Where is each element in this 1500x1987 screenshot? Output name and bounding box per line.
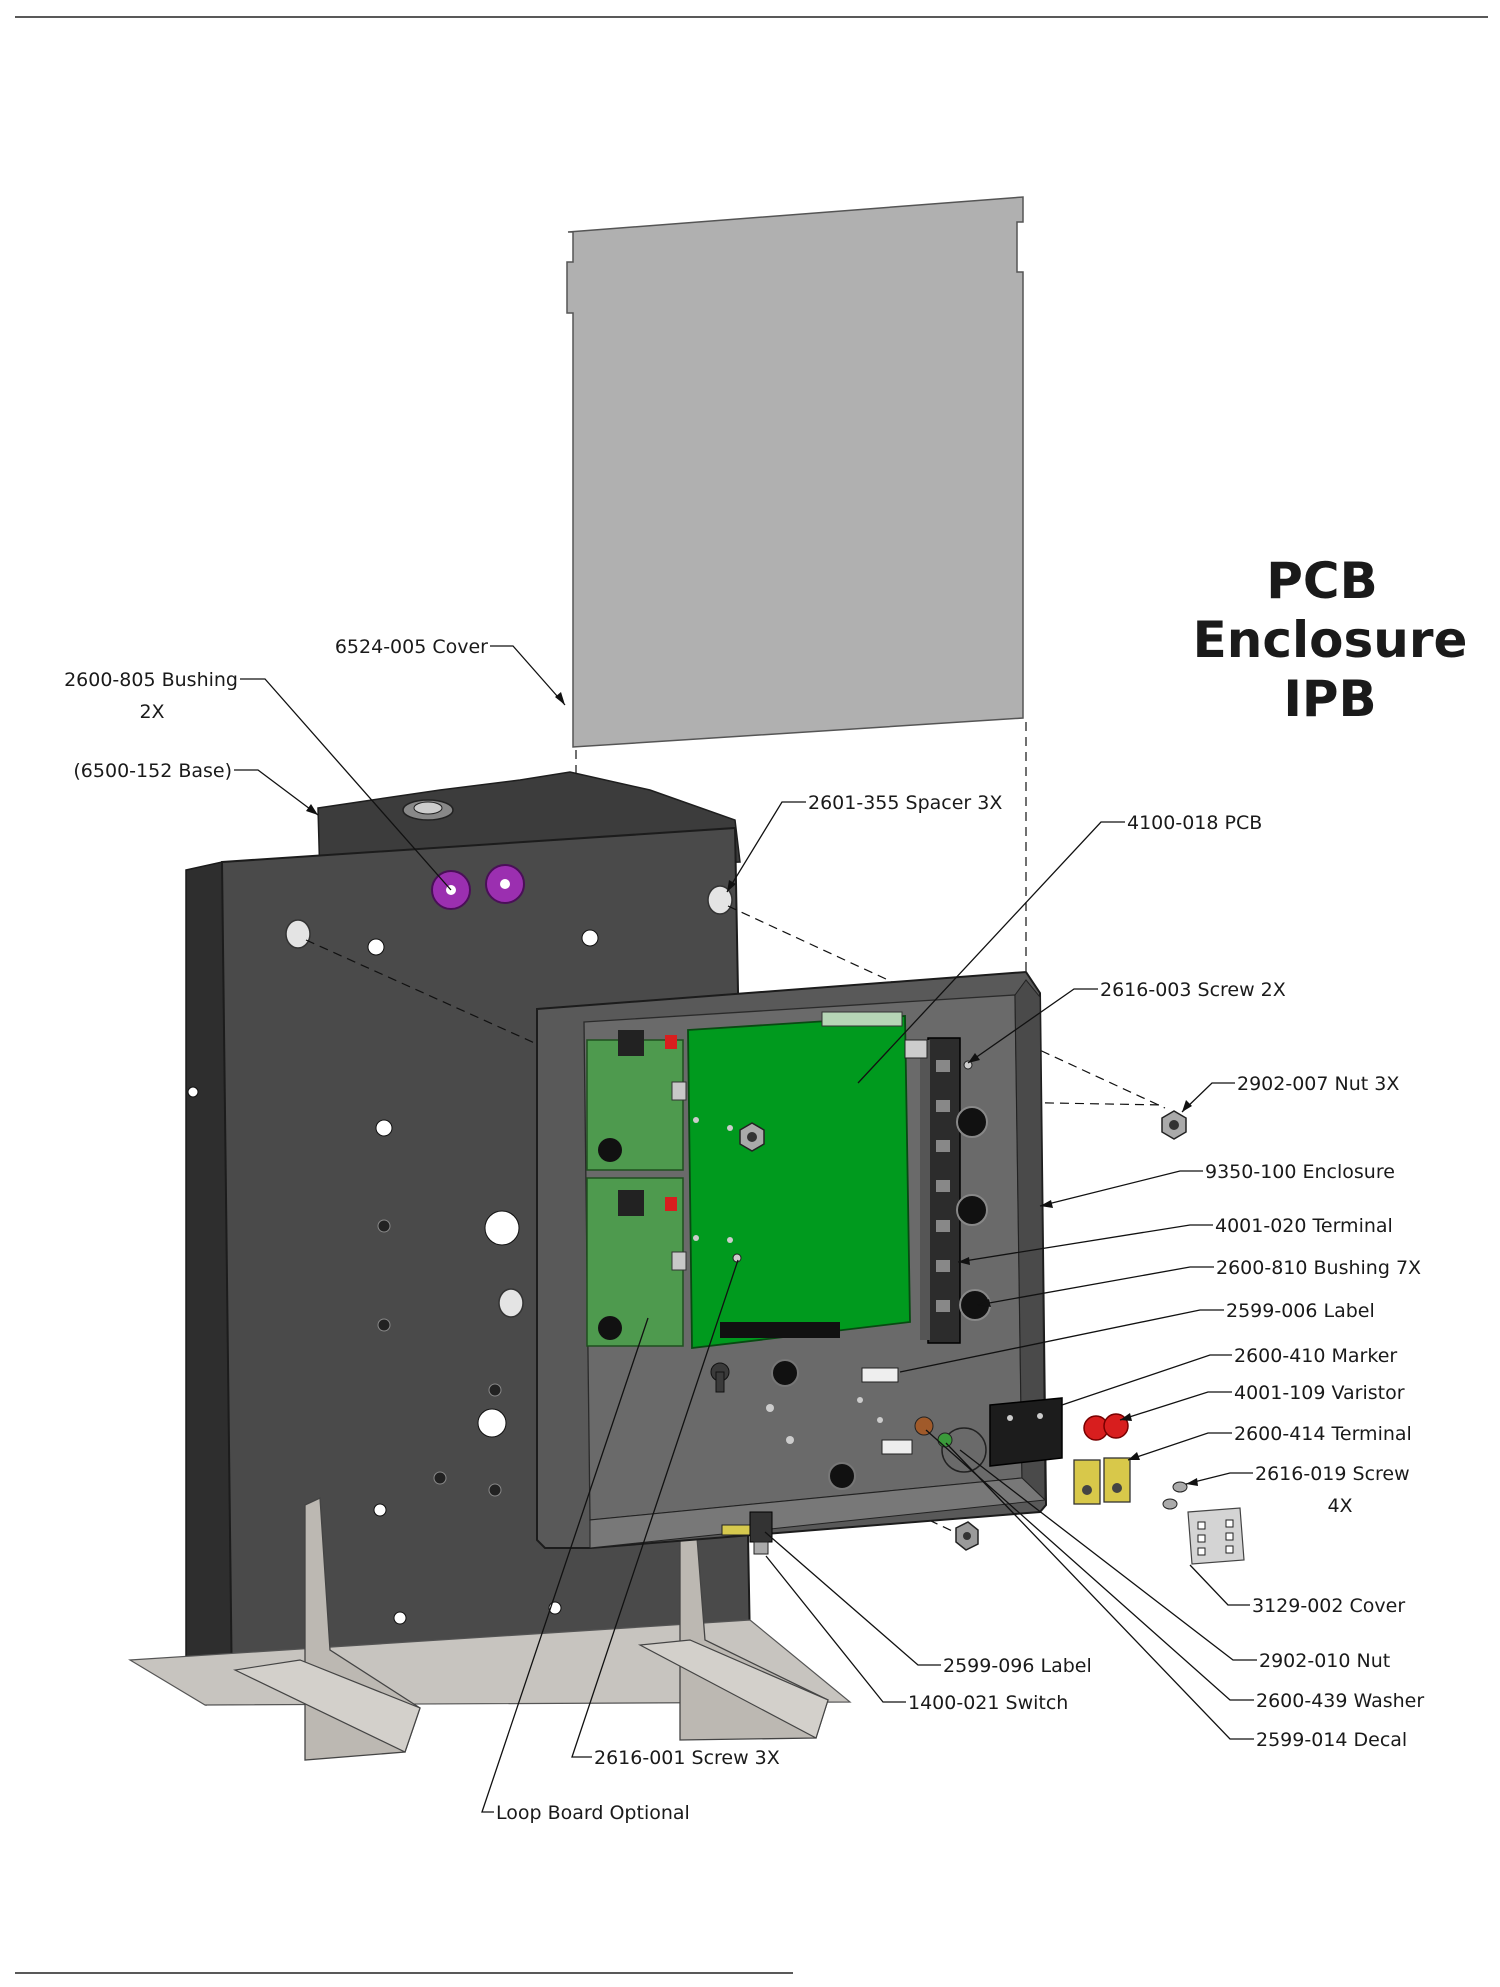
callout-screw-2616-001: 2616-001 Screw 3X (594, 1747, 780, 1769)
base-stud (377, 1318, 391, 1332)
base-stud (488, 1483, 502, 1497)
base-hole (393, 1611, 407, 1625)
callout-switch-1400-021: 1400-021 Switch (908, 1692, 1068, 1714)
callout-label-2599-096: 2599-096 Label (943, 1655, 1092, 1677)
callout-terminal-4001-020: 4001-020 Terminal (1215, 1215, 1393, 1237)
callout-bushing-2600-805-qty: 2X (139, 701, 164, 723)
marker-2600-410 (881, 1439, 913, 1455)
callout-screw-2616-019: 2616-019 Screw (1255, 1463, 1410, 1485)
switch-1400-021 (749, 1511, 773, 1555)
callout-label-2599-006: 2599-006 Label (1226, 1300, 1375, 1322)
base-hole (484, 1210, 520, 1246)
pcb-4100-018 (687, 1011, 911, 1350)
screw-2616-001 (732, 1253, 742, 1263)
callout-pcb-4100-018: 4100-018 PCB (1127, 812, 1262, 834)
nut-2902-007 (739, 1110, 1187, 1152)
decal-2599-014 (937, 1432, 953, 1448)
cover-3129-002 (1187, 1507, 1245, 1565)
label-2599-006 (861, 1367, 899, 1383)
callout-cover-6524-005: 6524-005 Cover (335, 636, 488, 658)
nut-2902-010 (955, 1521, 979, 1551)
bushing-2600-810-right-wall (956, 1106, 991, 1321)
callout-nut-2902-010: 2902-010 Nut (1259, 1650, 1390, 1672)
callout-loop-board-optional: Loop Board Optional (496, 1802, 690, 1824)
spacer-2601-355 (285, 885, 733, 1318)
callout-bushing-2600-805: 2600-805 Bushing (64, 669, 238, 691)
callout-spacer-2601-355: 2601-355 Spacer 3X (808, 792, 1002, 814)
base-hole (187, 1086, 199, 1098)
callout-terminal-2600-414: 2600-414 Terminal (1234, 1423, 1412, 1445)
callout-screw-2616-019-qty: 4X (1327, 1495, 1352, 1517)
callout-nut-2902-007: 2902-007 Nut 3X (1237, 1073, 1399, 1095)
callout-bushing-2600-810: 2600-810 Bushing 7X (1216, 1257, 1421, 1279)
base-stud (433, 1471, 447, 1485)
varistor-bracket (989, 1397, 1063, 1467)
svg-text:IPB: IPB (1283, 670, 1376, 728)
svg-text:PCB: PCB (1266, 552, 1377, 610)
loop-board (586, 1030, 687, 1347)
base-stud (377, 1219, 391, 1233)
callout-base-6500-152: (6500-152 Base) (73, 760, 232, 782)
callout-marker-2600-410: 2600-410 Marker (1234, 1345, 1397, 1367)
cover-panel (566, 196, 1024, 748)
base-stud (488, 1383, 502, 1397)
callout-cover-3129-002: 3129-002 Cover (1252, 1595, 1405, 1617)
bushing-2600-810 (828, 1462, 856, 1490)
screw-2616-019 (1162, 1481, 1188, 1510)
terminal-4001-020 (904, 1037, 961, 1344)
base-hole (375, 1119, 393, 1137)
leader-lines (234, 645, 1257, 1813)
terminal-2600-414 (1073, 1457, 1131, 1505)
base-hole (373, 1503, 387, 1517)
diagram-title: PCB Enclosure IPB (1193, 552, 1468, 728)
washer-2600-439 (914, 1416, 934, 1436)
callout-labels: 6524-005 Cover 2600-805 Bushing 2X (6500… (64, 636, 1424, 1824)
varistor-4001-109 (1083, 1413, 1129, 1441)
base-hole (581, 929, 599, 947)
callout-varistor-4001-109: 4001-109 Varistor (1234, 1382, 1405, 1404)
base-hole (477, 1408, 507, 1438)
callout-washer-2600-439: 2600-439 Washer (1256, 1690, 1424, 1712)
enclosure-knockout (941, 1427, 987, 1473)
bushing-2600-810 (771, 1359, 799, 1387)
base-left-foot (232, 1497, 421, 1761)
callout-decal-2599-014: 2599-014 Decal (1256, 1729, 1407, 1751)
screw-2616-003 (963, 1060, 973, 1070)
callout-enclosure-9350-100: 9350-100 Enclosure (1205, 1161, 1395, 1183)
callout-screw-2616-003: 2616-003 Screw 2X (1100, 979, 1286, 1001)
svg-text:Enclosure: Enclosure (1193, 611, 1468, 669)
base-hole (367, 938, 385, 956)
